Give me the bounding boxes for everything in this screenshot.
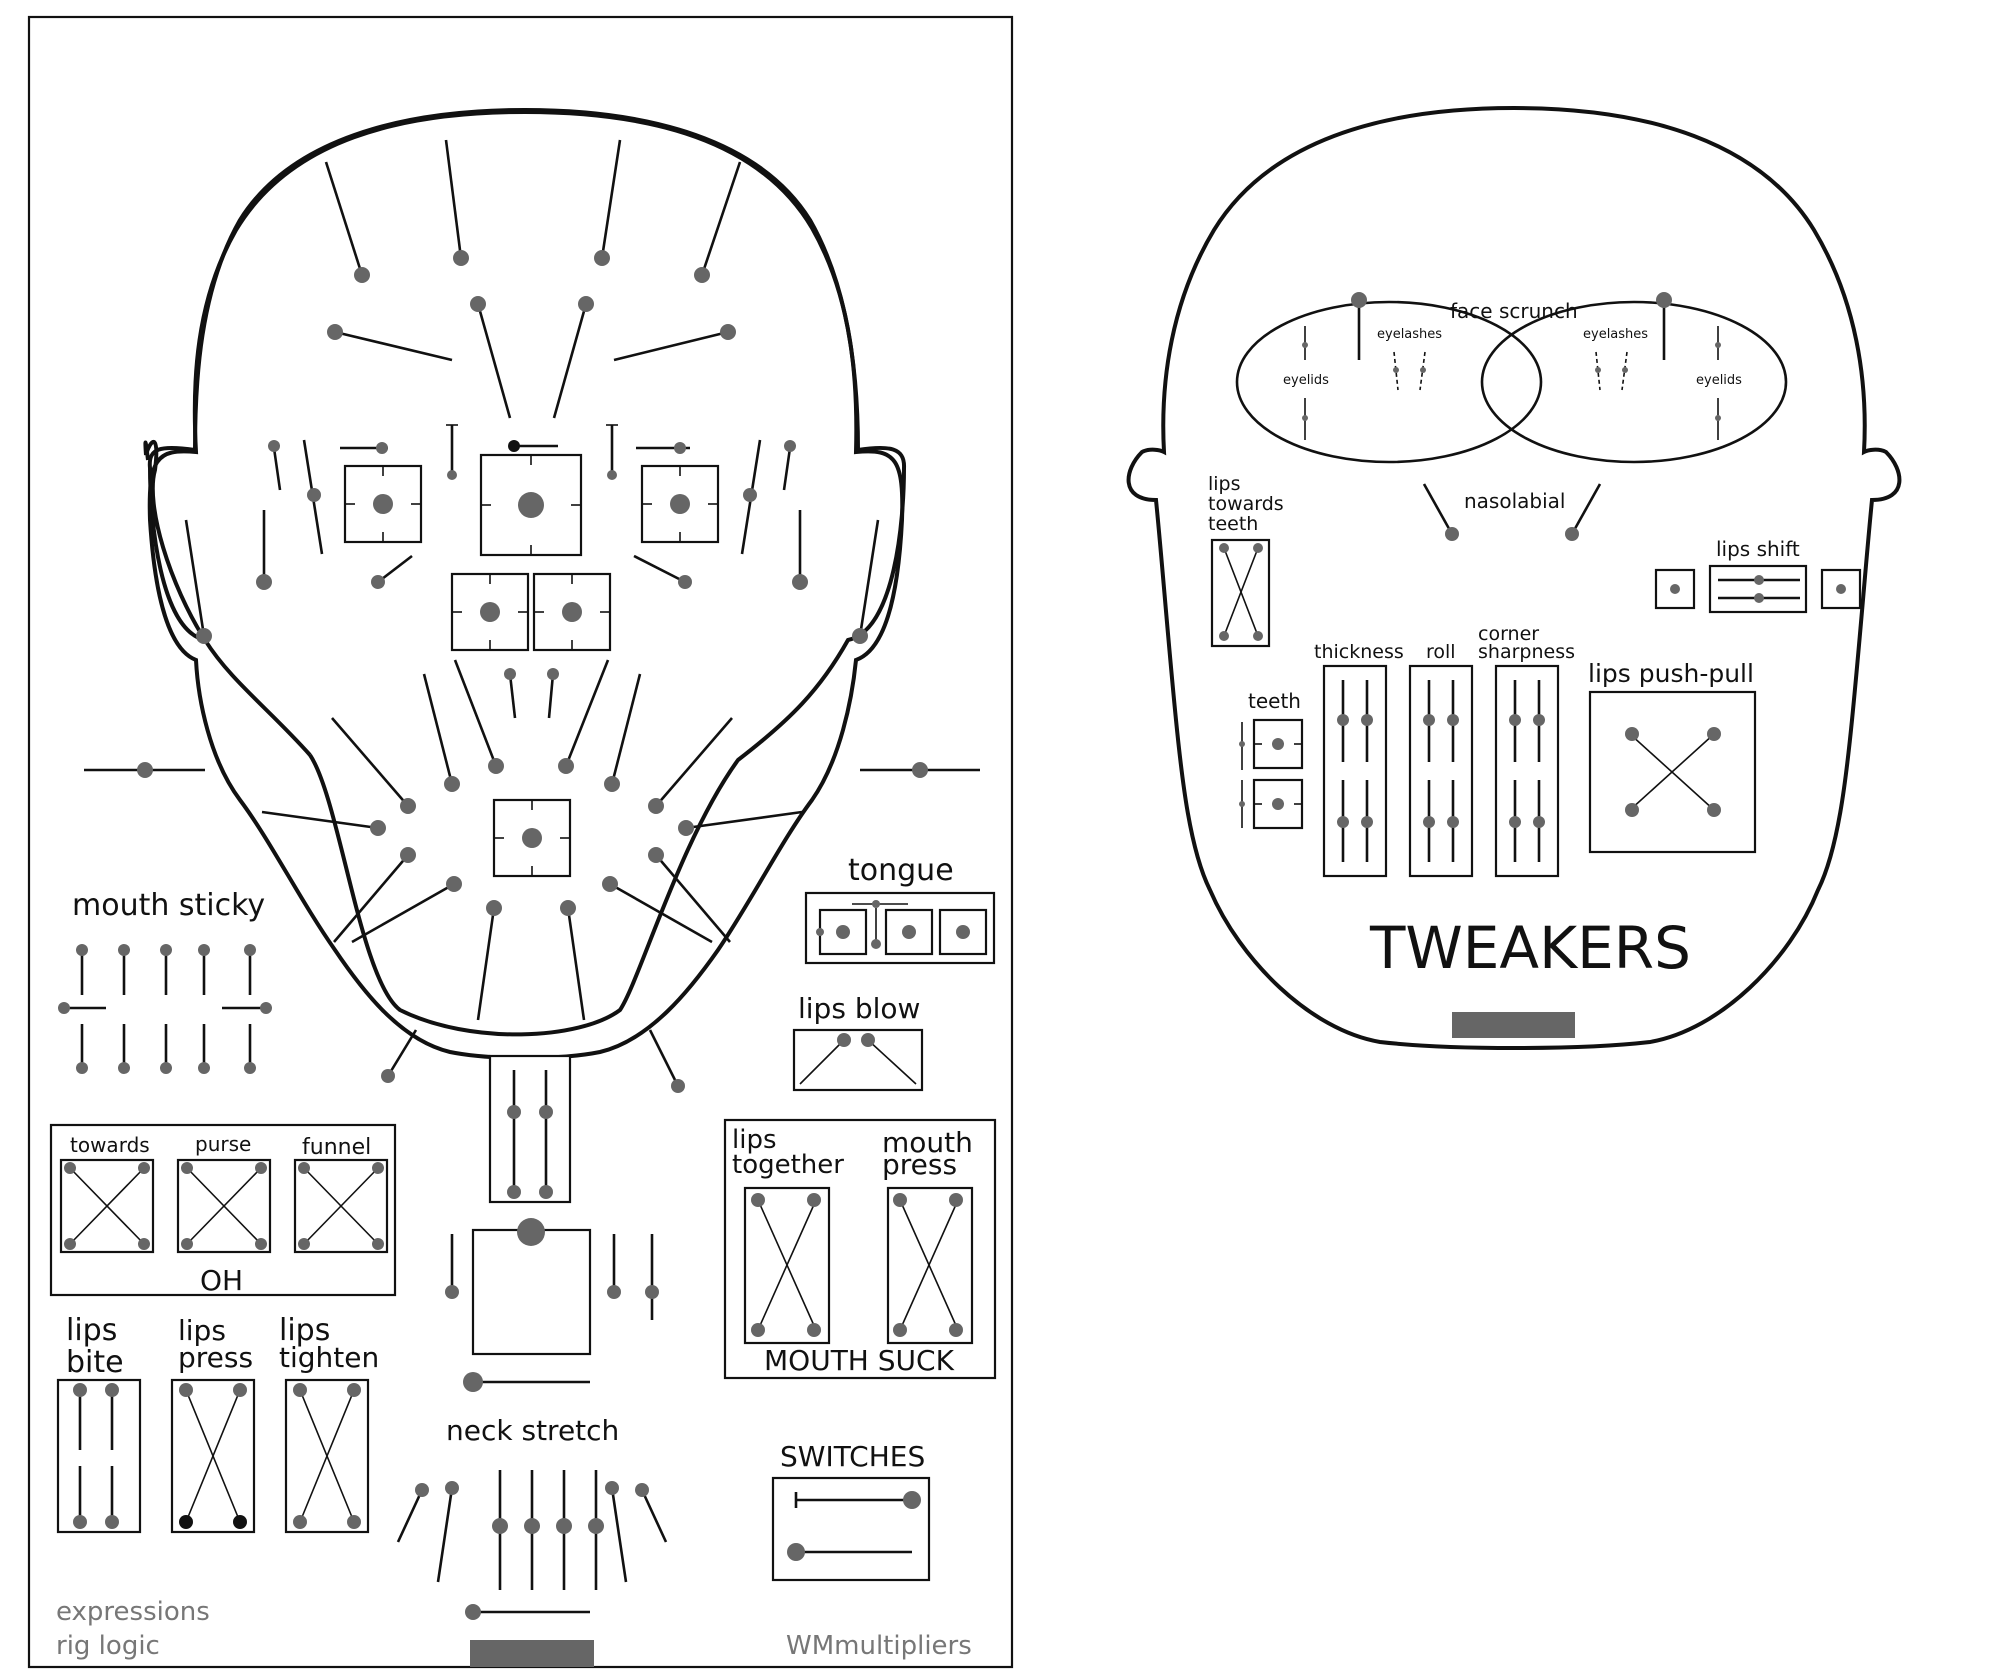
lips-press-label-2: press: [178, 1341, 253, 1374]
left-head-shape: [147, 109, 905, 1060]
lips-push-pull-label: lips push-pull: [1588, 659, 1754, 688]
lips-shape-sliders: [1322, 664, 1560, 878]
lips-tighten-label-1: lips: [279, 1313, 330, 1348]
lips-towards-teeth-label-2: towards: [1208, 493, 1284, 515]
lips-towards-teeth-controls: [1210, 538, 1271, 648]
lips-bite-press-tighten-controls: [56, 1378, 370, 1534]
mouth-sticky-label: mouth sticky: [72, 888, 265, 923]
lips-press-label-1: lips: [178, 1314, 226, 1347]
lips-together-label-2: together: [732, 1150, 844, 1180]
tongue-label: tongue: [848, 853, 954, 888]
switch-handle-1[interactable]: [903, 1491, 921, 1509]
lips-shift-controls: [1654, 564, 1862, 614]
eyelashes-left-label: eyelashes: [1377, 327, 1442, 342]
footer-expressions: expressions: [56, 1597, 210, 1627]
eye-region-controls: [184, 424, 880, 644]
oh-purse-label: purse: [195, 1132, 251, 1156]
mouth-radial-controls: [84, 659, 980, 1093]
mouth-suck-controls: [743, 1186, 974, 1345]
teeth-label: teeth: [1248, 689, 1301, 713]
oh-funnel-label: funnel: [302, 1135, 371, 1160]
switches-controls[interactable]: [771, 1476, 931, 1582]
roll-label: roll: [1426, 641, 1456, 663]
oh-title: OH: [200, 1264, 243, 1297]
lips-blow-label: lips blow: [798, 992, 920, 1025]
neck-controls: [445, 1054, 659, 1392]
eyelids-right-label: eyelids: [1696, 373, 1742, 388]
switch-handle-2[interactable]: [787, 1543, 805, 1561]
mouth-press-label-2: press: [882, 1148, 957, 1181]
switches-label: SWITCHES: [780, 1440, 925, 1473]
lips-bite-label-1: lips: [66, 1313, 117, 1348]
nose-controls: [450, 572, 612, 652]
corner-sharpness-label-2: sharpness: [1478, 641, 1575, 663]
mouth-suck-title: MOUTH SUCK: [764, 1344, 955, 1377]
lips-tighten-label-2: tighten: [279, 1341, 379, 1374]
lips-push-pull-controls: [1588, 690, 1757, 854]
right-bottom-bar: [1452, 1012, 1575, 1038]
eyelashes-right-label: eyelashes: [1583, 327, 1648, 342]
nasolabial-controls: [1422, 483, 1602, 541]
mouth-sticky-controls: [58, 944, 272, 1074]
nasolabial-label: nasolabial: [1464, 489, 1565, 513]
oh-towards-label: towards: [70, 1133, 150, 1157]
neck-stretch-label: neck stretch: [446, 1414, 619, 1447]
oh-controls: [59, 1158, 389, 1254]
lips-towards-teeth-label-3: teeth: [1208, 513, 1258, 535]
lips-blow-controls: [792, 1028, 924, 1092]
left-bottom-bar: [470, 1640, 594, 1667]
teeth-controls: [1239, 718, 1304, 830]
forehead-controls: [324, 139, 742, 419]
lips-bite-label-2: bite: [66, 1345, 124, 1380]
thickness-label: thickness: [1314, 641, 1404, 663]
lips-towards-teeth-label-1: lips: [1208, 473, 1241, 495]
tweakers-title: TWEAKERS: [1369, 914, 1691, 982]
tongue-controls: [804, 891, 996, 965]
neck-stretch-controls: [396, 1470, 668, 1620]
right-eye-controls: [1235, 292, 1788, 464]
lips-together-label-1: lips: [732, 1125, 777, 1155]
right-head-shape: [1126, 105, 1902, 1050]
footer-rig-logic: rig logic: [56, 1631, 160, 1661]
footer-wmmultipliers: WMmultipliers: [786, 1631, 972, 1661]
face-scrunch-label: face scrunch: [1450, 299, 1578, 323]
eyelids-left-label: eyelids: [1283, 373, 1329, 388]
corner-sharpness-label-1: corner: [1478, 623, 1539, 645]
lips-shift-label: lips shift: [1716, 537, 1800, 561]
mouth-press-label-1: mouth: [882, 1126, 973, 1159]
